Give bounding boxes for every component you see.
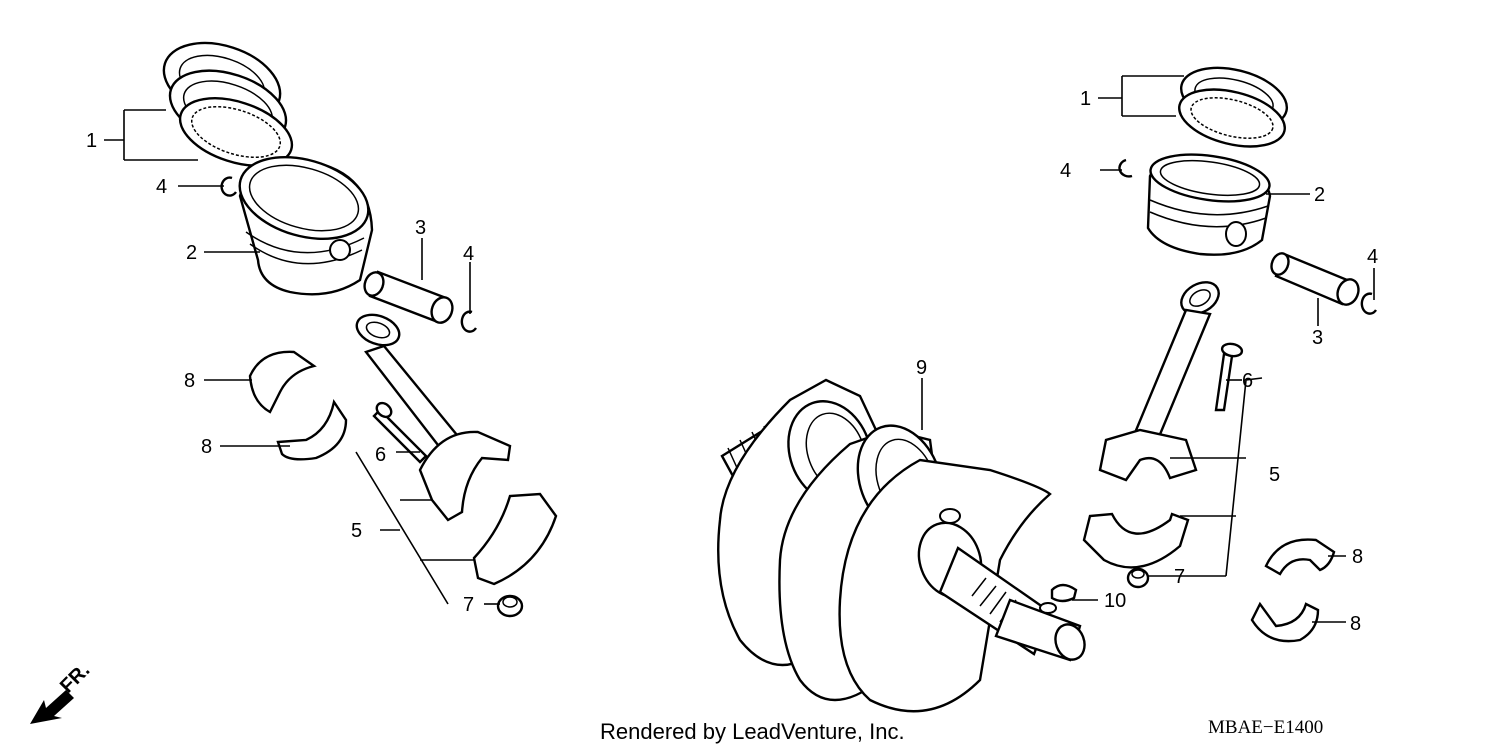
- right-bearing-b[interactable]: [1250, 601, 1320, 643]
- right-bearing-a[interactable]: [1264, 538, 1336, 576]
- left-bearing-b[interactable]: [276, 398, 348, 461]
- right-piston-rings[interactable]: [1173, 58, 1293, 157]
- crankshaft[interactable]: [717, 378, 1089, 713]
- left-piston-rings[interactable]: [154, 29, 301, 178]
- callout-right-6: 6: [1242, 370, 1253, 392]
- left-rod-nut[interactable]: [496, 594, 524, 618]
- left-leader-lines: [104, 109, 500, 605]
- woodruff-key[interactable]: [1050, 583, 1078, 603]
- callout-left-3: 3: [415, 217, 426, 239]
- diagram-code: MBAE−E1400: [1208, 717, 1323, 738]
- callout-right-10: 10: [1104, 590, 1126, 612]
- callout-right-8a: 8: [1352, 546, 1363, 568]
- callout-left-1: 1: [86, 130, 97, 152]
- left-piston[interactable]: [230, 143, 378, 296]
- callout-numbers: 1 4 2 3 4 8 8 6 5 7 1 4 2 4 3 9 6 5 7 10…: [86, 88, 1378, 635]
- callout-left-4b: 4: [463, 243, 474, 265]
- callout-left-8b: 8: [201, 436, 212, 458]
- callout-right-9: 9: [916, 357, 927, 379]
- right-rod-bolt[interactable]: [1214, 342, 1244, 412]
- left-clip-a[interactable]: [220, 176, 237, 197]
- callout-right-5: 5: [1269, 464, 1280, 486]
- front-label: FR.: [56, 659, 94, 697]
- callout-left-7: 7: [463, 594, 474, 616]
- callout-right-4b: 4: [1367, 246, 1378, 268]
- callout-left-5: 5: [351, 520, 362, 542]
- callout-left-2: 2: [186, 242, 197, 264]
- callout-left-8a: 8: [184, 370, 195, 392]
- callout-right-1: 1: [1080, 88, 1091, 110]
- front-arrow-icon: [30, 690, 74, 724]
- front-direction-indicator: FR.: [30, 659, 94, 724]
- callout-left-6: 6: [375, 444, 386, 466]
- right-rod-nut[interactable]: [1126, 567, 1150, 589]
- right-clip-a[interactable]: [1118, 158, 1133, 178]
- right-piston-assembly: [1082, 58, 1377, 643]
- left-connecting-rod[interactable]: [353, 309, 512, 522]
- left-clip-b[interactable]: [460, 310, 477, 333]
- right-rod-cap[interactable]: [1082, 512, 1190, 569]
- callout-right-3: 3: [1312, 327, 1323, 349]
- right-clip-b[interactable]: [1360, 292, 1377, 315]
- credit-text: Rendered by LeadVenture, Inc.: [600, 719, 905, 744]
- right-connecting-rod[interactable]: [1098, 276, 1224, 482]
- left-rod-cap[interactable]: [472, 492, 558, 586]
- callout-left-4a: 4: [156, 176, 167, 198]
- right-leader-lines: [921, 75, 1375, 623]
- callout-right-7: 7: [1174, 566, 1185, 588]
- callout-right-4a: 4: [1060, 160, 1071, 182]
- left-rod-bolt[interactable]: [372, 400, 428, 464]
- left-bearing-a[interactable]: [248, 350, 317, 414]
- right-piston[interactable]: [1146, 148, 1273, 256]
- left-piston-pin[interactable]: [361, 270, 455, 326]
- left-piston-assembly: [154, 29, 558, 618]
- callout-right-2: 2: [1314, 184, 1325, 206]
- callout-right-8b: 8: [1350, 613, 1361, 635]
- right-piston-pin[interactable]: [1268, 251, 1362, 308]
